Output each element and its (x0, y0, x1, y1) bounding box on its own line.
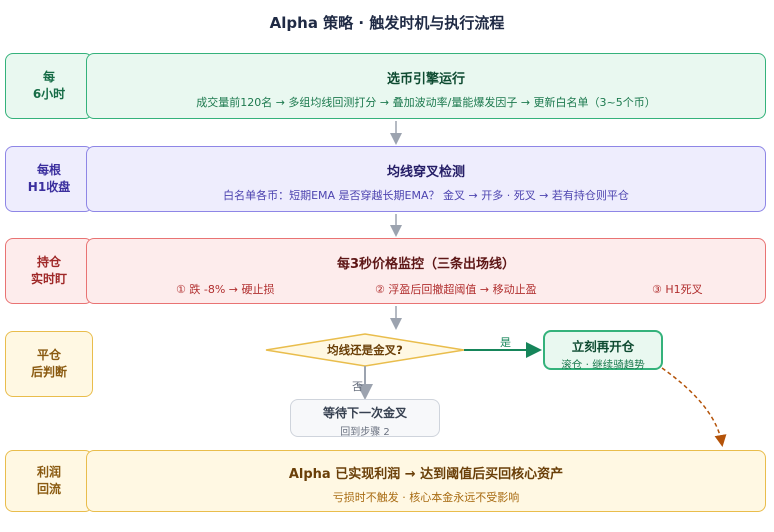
yes-label: 是 (500, 336, 511, 349)
step-price-monitor: 每3秒价格监控（三条出场线） ① 跌 -8% → 硬止损 ② 浮盈后回撤超阈值 … (86, 238, 766, 304)
step-subtext: 成交量前120名 → 多组均线回测打分 → 叠加波动率/量能爆发因子 → 更新白… (196, 96, 656, 109)
node-heading: 立刻再开仓 (571, 339, 635, 354)
no-label: 否 (352, 380, 363, 393)
row-label-h1-close: 每根 H1收盘 (5, 146, 93, 212)
row-label-after-close: 平仓 后判断 (5, 331, 93, 397)
step-profit-reflow: Alpha 已实现利润 → 达到阈值后买回核心资产 亏损时不触发 · 核心本金永… (86, 450, 766, 512)
exit-trailing-stop: ② 浮盈后回撤超阈值 → 移动止盈 (375, 283, 537, 296)
node-reopen-position: 立刻再开仓 滚仓 · 继续骑趋势 (543, 330, 663, 371)
step-subtext: 白名单各币：短期EMA 是否穿越长期EMA？ 金叉 → 开多 · 死叉 → 若有… (223, 189, 629, 202)
node-subtext: 回到步骤 2 (340, 427, 390, 438)
node-subtext: 滚仓 · 继续骑趋势 (561, 359, 645, 371)
step-heading: 均线穿叉检测 (386, 165, 465, 180)
step-coin-selection: 选币引擎运行 成交量前120名 → 多组均线回测打分 → 叠加波动率/量能爆发因… (86, 53, 766, 119)
step-ma-cross-detect: 均线穿叉检测 白名单各币：短期EMA 是否穿越长期EMA？ 金叉 → 开多 · … (86, 146, 766, 212)
node-wait-next-cross: 等待下一次金叉 回到步骤 2 (290, 399, 440, 438)
step-heading: 选币引擎运行 (386, 72, 465, 87)
node-heading: 等待下一次金叉 (322, 406, 407, 420)
decision-question: 均线还是金叉? (327, 343, 403, 357)
arrow-reopen-to-profit (661, 367, 727, 447)
row-label-profit-flow: 利润 回流 (5, 450, 93, 512)
step-heading: 每3秒价格监控（三条出场线） (336, 257, 516, 272)
step-heading: Alpha 已实现利润 → 达到阈值后买回核心资产 (288, 467, 564, 482)
step-subtext: 亏损时不触发 · 核心本金永远不受影响 (332, 491, 520, 504)
page-title: Alpha 策略 · 触发时机与执行流程 (269, 14, 505, 32)
row-label-realtime-watch: 持仓 实时盯 (5, 238, 93, 304)
exit-h1-death-cross: ③ H1死叉 (652, 283, 703, 296)
exit-hard-stop: ① 跌 -8% → 硬止损 (176, 283, 275, 296)
